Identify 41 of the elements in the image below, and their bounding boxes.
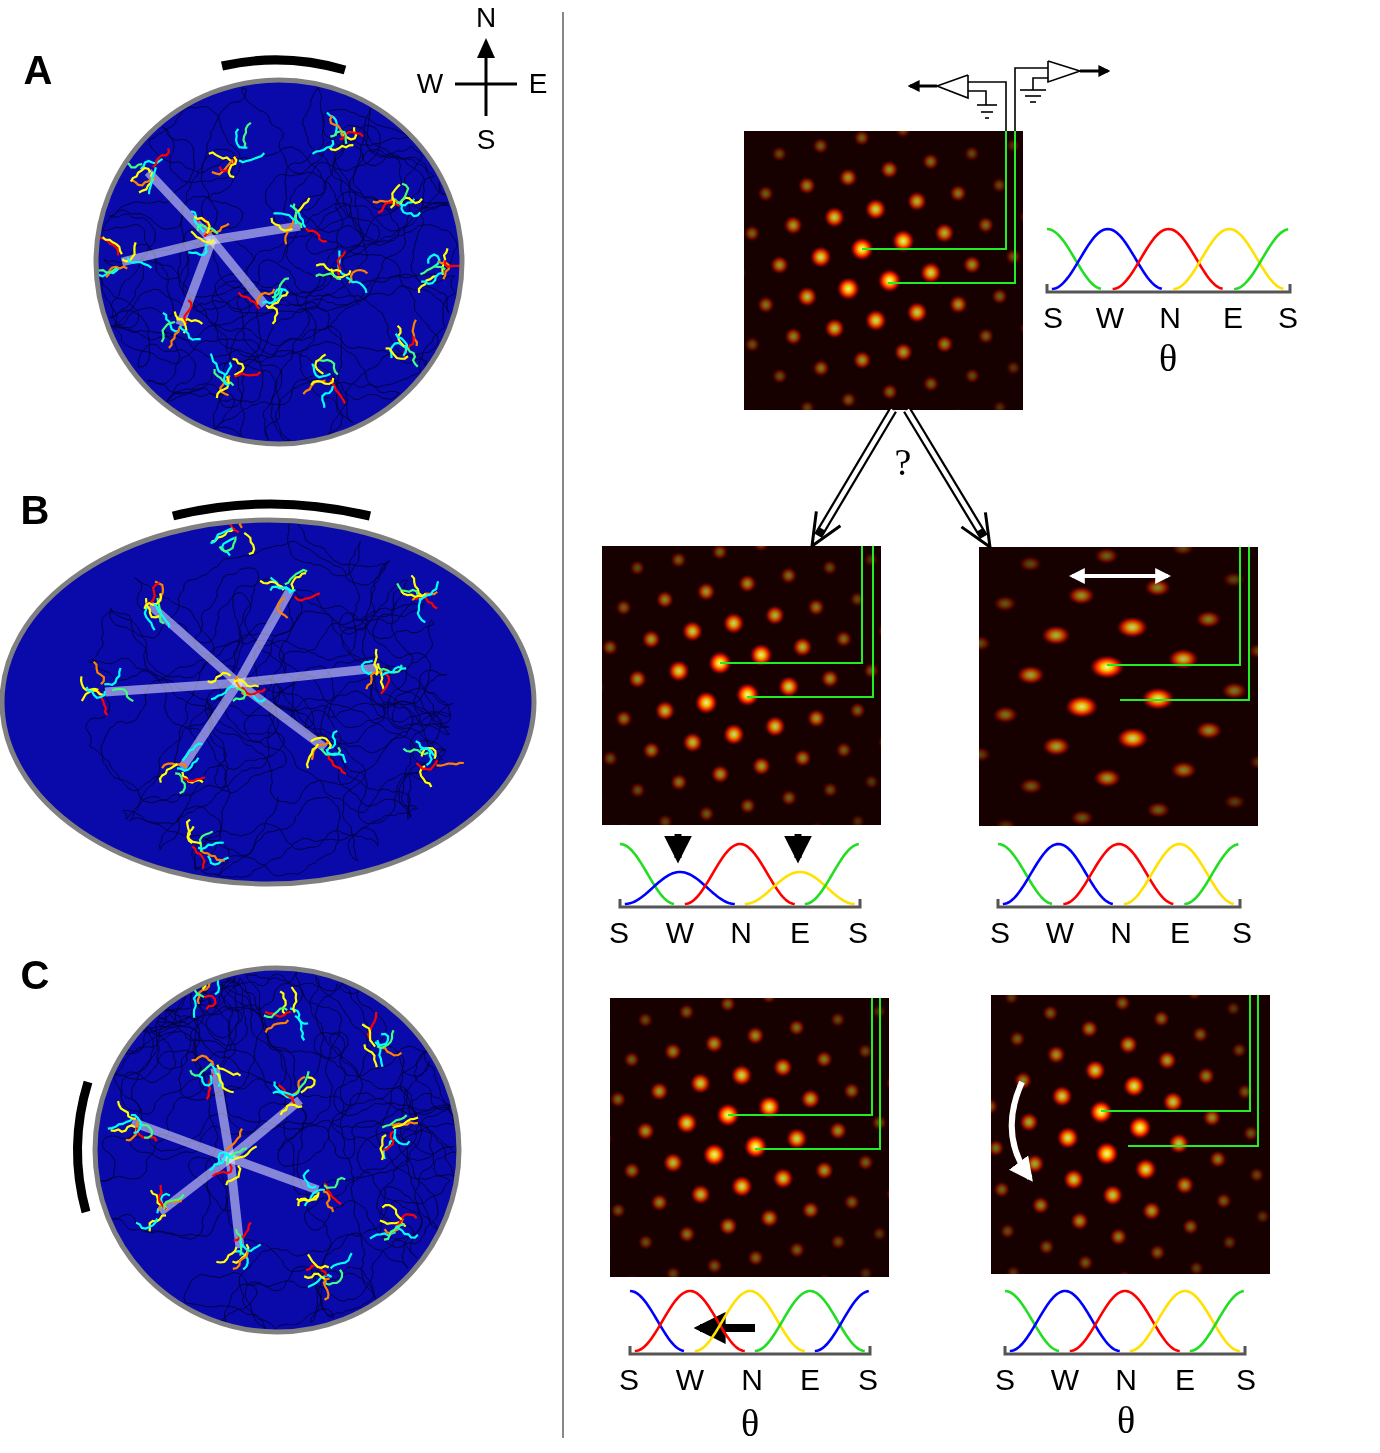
axis-label: N — [741, 1365, 763, 1395]
axis-title: θ — [740, 1404, 760, 1442]
axis-label: S — [990, 918, 1010, 948]
axis-label: E — [1223, 303, 1243, 333]
firing-map-drawing — [979, 547, 1258, 826]
axis-title: θ — [1158, 339, 1178, 377]
question-mark: ? — [894, 443, 912, 481]
axis-label: S — [1278, 303, 1298, 333]
compass-label: E — [528, 70, 548, 98]
axis-label: S — [858, 1365, 878, 1395]
axis-label: W — [675, 1365, 705, 1395]
axis-label: S — [619, 1365, 639, 1395]
firing-map-drawing — [744, 131, 1023, 410]
compass-label: S — [476, 126, 496, 154]
panel-letter: B — [20, 490, 50, 530]
panel-letter: A — [23, 50, 53, 90]
axis-title: θ — [1116, 1401, 1136, 1439]
axis-label: N — [730, 918, 752, 948]
axis-label: N — [1110, 918, 1132, 948]
axis-label: E — [800, 1365, 820, 1395]
axis-label: S — [609, 918, 629, 948]
axis-label: W — [1045, 918, 1075, 948]
axis-label: E — [1170, 918, 1190, 948]
axis-label: S — [848, 918, 868, 948]
compass-label: W — [416, 70, 444, 98]
firing-map-drawing — [602, 546, 881, 825]
axis-label: S — [995, 1365, 1015, 1395]
axis-label: N — [1115, 1365, 1137, 1395]
axis-label: S — [1232, 918, 1252, 948]
axis-label: W — [665, 918, 695, 948]
axis-label: W — [1095, 303, 1125, 333]
axis-label: S — [1043, 303, 1063, 333]
double-arrow — [810, 407, 897, 548]
axis-label: N — [1159, 303, 1181, 333]
panel-letter: C — [20, 955, 50, 995]
double-arrow — [903, 407, 992, 549]
axis-label: E — [1175, 1365, 1195, 1395]
axis-label: W — [1050, 1365, 1080, 1395]
compass-label: N — [475, 4, 497, 32]
axis-label: S — [1236, 1365, 1256, 1395]
axis-label: E — [790, 918, 810, 948]
